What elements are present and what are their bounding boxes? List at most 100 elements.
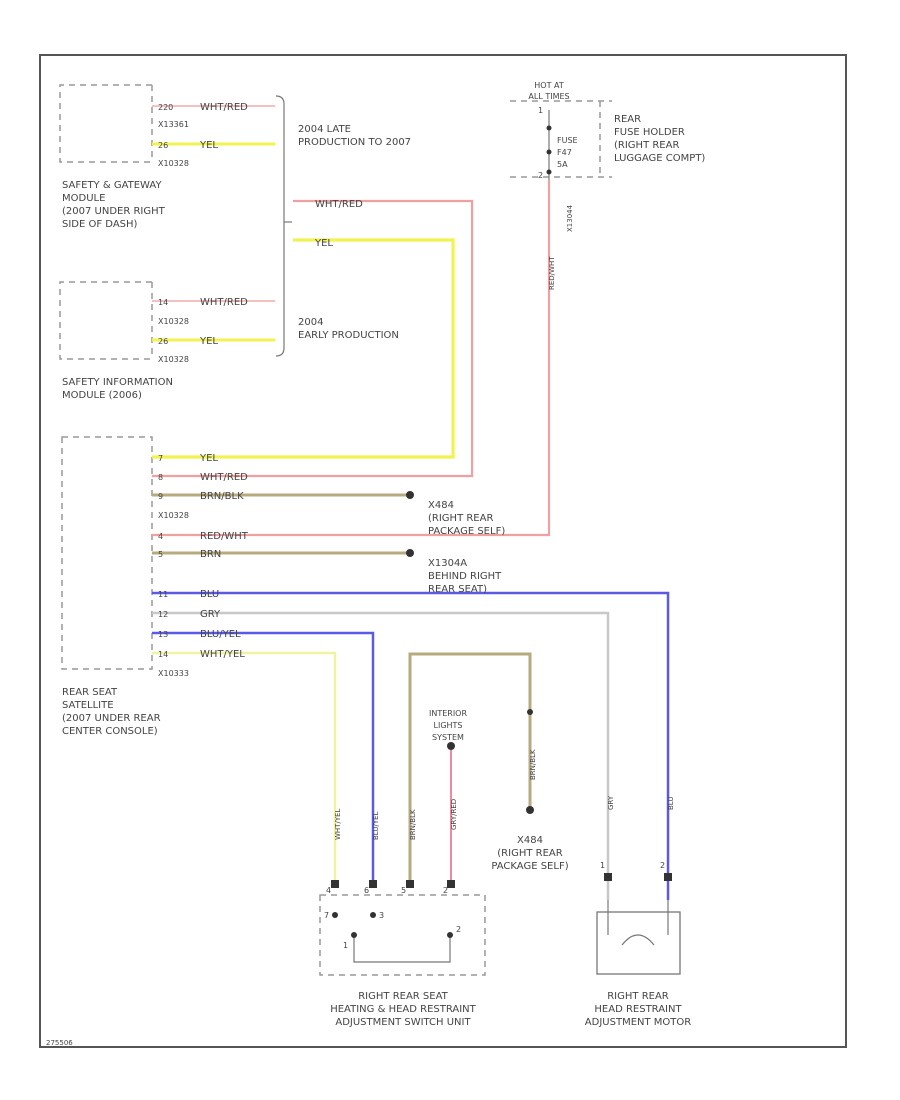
svg-text:REAR SEAT: REAR SEAT — [62, 687, 118, 698]
note-late-production: 2004 LATE PRODUCTION TO 2007 — [298, 124, 411, 148]
wire-label-vert-7: BLU — [667, 797, 675, 810]
switch-unit-box — [319, 894, 486, 976]
svg-text:PACKAGE SELF): PACKAGE SELF) — [491, 861, 568, 872]
svg-text:MODULE: MODULE — [62, 193, 105, 204]
pin-fuse-2: 2 — [538, 171, 543, 180]
svg-text:2004 LATE: 2004 LATE — [298, 124, 351, 135]
wire-red-wht-fuse — [152, 180, 551, 537]
svg-text:(RIGHT REAR: (RIGHT REAR — [497, 848, 562, 859]
svg-text:SATELLITE: SATELLITE — [62, 700, 114, 711]
label-fuse: FUSE F47 5A — [557, 136, 578, 169]
svg-text:(2007 UNDER RIGHT: (2007 UNDER RIGHT — [62, 206, 166, 217]
svg-text:F47: F47 — [557, 148, 572, 157]
wire-label-rs-1: YEL — [199, 453, 218, 464]
svg-text:BEHIND RIGHT: BEHIND RIGHT — [428, 571, 502, 582]
diagram-id: 275506 — [46, 1039, 73, 1047]
label-ground-x1304a: X1304A BEHIND RIGHT REAR SEAT) — [428, 558, 502, 595]
svg-text:ADJUSTMENT SWITCH UNIT: ADJUSTMENT SWITCH UNIT — [335, 1017, 471, 1028]
fuse-holder-box — [510, 100, 612, 178]
wire-label-si-yel: YEL — [199, 336, 218, 347]
pin-rs-2: 8 — [158, 473, 163, 482]
safety-information-module — [59, 281, 153, 360]
diagram-frame — [39, 54, 847, 1048]
wire-label-rs-4: RED/WHT — [200, 531, 249, 542]
label-ground-x484: X484 (RIGHT REAR PACKAGE SELF) — [428, 500, 505, 537]
pin-rs-8: 13 — [158, 630, 168, 639]
pin-sw-8: 2 — [456, 925, 461, 934]
svg-text:PRODUCTION TO 2007: PRODUCTION TO 2007 — [298, 137, 411, 148]
pin-rs-9: 14 — [158, 650, 168, 659]
wire-yel-main — [152, 238, 455, 459]
svg-text:5A: 5A — [557, 160, 568, 169]
wire-label-top-red: WHT/RED — [315, 199, 363, 210]
wire-label-gw-red: WHT/RED — [200, 102, 248, 113]
pin-gw-2: 26 — [158, 141, 168, 150]
wire-label-rs-5: BRN — [200, 549, 221, 560]
label-ground-x484-lower: X484 (RIGHT REAR PACKAGE SELF) — [491, 835, 568, 872]
pin-si-1: 14 — [158, 298, 168, 307]
wire-label-rs-9: WHT/YEL — [200, 649, 245, 660]
connector-si-a: X10328 — [158, 317, 189, 326]
svg-text:2004: 2004 — [298, 317, 323, 328]
connector-rs-a: X10328 — [158, 511, 189, 520]
connector-gw-b: X10328 — [158, 159, 189, 168]
wire-label-rs-8: BLU/YEL — [200, 629, 241, 640]
wire-label-vert-6: GRY — [607, 795, 615, 810]
wire-label-top-yel: YEL — [314, 238, 333, 249]
label-switch-unit: RIGHT REAR SEAT HEATING & HEAD RESTRAINT… — [330, 991, 476, 1028]
wire-label-vert-1: WHT/YEL — [334, 808, 342, 840]
svg-text:LUGGAGE COMPT): LUGGAGE COMPT) — [614, 153, 705, 164]
label-rear-seat-satellite: REAR SEAT SATELLITE (2007 UNDER REAR CEN… — [62, 687, 161, 737]
label-interior-lights: INTERIOR LIGHTS SYSTEM — [429, 709, 468, 742]
svg-text:X484: X484 — [428, 500, 454, 511]
wire-wht-yel-switch — [152, 651, 337, 888]
connector-arrows — [331, 873, 672, 888]
svg-text:CENTER CONSOLE): CENTER CONSOLE) — [62, 726, 158, 737]
pin-rs-3: 9 — [158, 492, 163, 501]
svg-text:RIGHT REAR SEAT: RIGHT REAR SEAT — [358, 991, 448, 1002]
pin-fuse-1: 1 — [538, 106, 543, 115]
pin-sw-5: 7 — [324, 911, 329, 920]
wire-label-fuse-out: RED/WHT — [548, 256, 556, 290]
svg-text:REAR SEAT): REAR SEAT) — [428, 584, 487, 595]
interior-lights-terminal — [447, 742, 455, 750]
svg-text:HEATING & HEAD RESTRAINT: HEATING & HEAD RESTRAINT — [330, 1004, 476, 1015]
svg-text:INTERIOR: INTERIOR — [429, 709, 468, 718]
label-hot-at-all-times: HOT AT ALL TIMES — [528, 81, 569, 101]
pin-rs-4: 4 — [158, 532, 163, 541]
pin-sw-1: 4 — [326, 886, 331, 895]
pin-rs-5: 5 — [158, 550, 163, 559]
svg-text:X1304A: X1304A — [428, 558, 467, 569]
connector-gw-a: X13361 — [158, 120, 189, 129]
motor-symbol — [607, 900, 669, 946]
pin-sw-6: 3 — [379, 911, 384, 920]
label-safety-gateway-module: SAFETY & GATEWAY MODULE (2007 UNDER RIGH… — [62, 180, 166, 230]
safety-gateway-module — [59, 84, 153, 163]
svg-text:ALL TIMES: ALL TIMES — [528, 92, 569, 101]
label-fuse-holder: REAR FUSE HOLDER (RIGHT REAR LUGGAGE COM… — [614, 114, 705, 164]
svg-text:MODULE (2006): MODULE (2006) — [62, 390, 142, 401]
svg-text:HOT AT: HOT AT — [534, 81, 564, 90]
switch-internals — [332, 912, 453, 963]
svg-text:ADJUSTMENT MOTOR: ADJUSTMENT MOTOR — [585, 1017, 691, 1028]
svg-text:RIGHT REAR: RIGHT REAR — [607, 991, 669, 1002]
note-early-production: 2004 EARLY PRODUCTION — [298, 317, 399, 341]
pin-motor-2: 2 — [660, 861, 665, 870]
wire-label-rs-7: GRY — [200, 609, 221, 620]
wire-blu-yel-switch — [152, 631, 375, 888]
ground-x484-lower-terminal — [526, 806, 534, 814]
connector-fuse: X13044 — [566, 204, 574, 232]
pin-motor-1: 1 — [600, 861, 605, 870]
pin-sw-2: 6 — [364, 886, 369, 895]
wire-label-vert-4: GRY/RED — [450, 799, 458, 830]
wire-label-rs-3: BRN/BLK — [200, 491, 244, 502]
svg-text:(RIGHT REAR: (RIGHT REAR — [428, 513, 493, 524]
svg-text:SYSTEM: SYSTEM — [432, 733, 464, 742]
wire-label-rs-2: WHT/RED — [200, 472, 248, 483]
pin-sw-4: 2 — [443, 886, 448, 895]
production-bracket — [275, 95, 285, 357]
label-safety-information-module: SAFETY INFORMATION MODULE (2006) — [62, 377, 173, 401]
connector-rs-b: X10333 — [158, 669, 189, 678]
label-motor: RIGHT REAR HEAD RESTRAINT ADJUSTMENT MOT… — [585, 991, 691, 1028]
motor-box — [596, 911, 681, 975]
